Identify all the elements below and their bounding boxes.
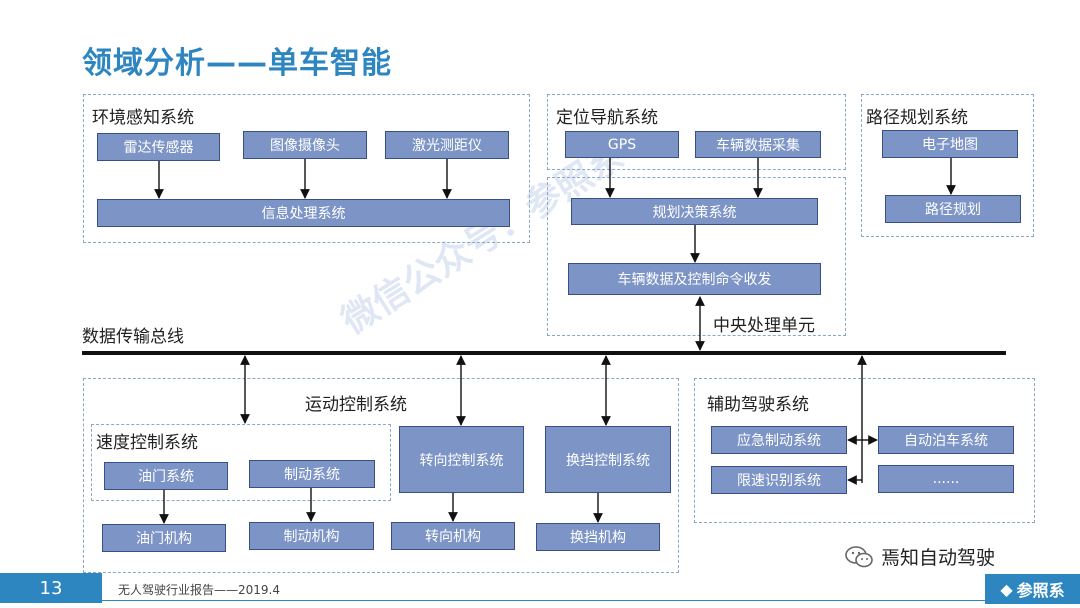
motion-control-label: 运动控制系统: [305, 395, 407, 415]
brake-node: 制动系统: [249, 460, 375, 488]
command-node: 车辆数据及控制命令收发: [568, 263, 821, 295]
bus-label: 数据传输总线: [82, 327, 184, 347]
gear-mechanism-node: 换挡机构: [536, 523, 660, 551]
brand-name: 参照系: [1016, 581, 1065, 600]
auto-parking-node: 自动泊车系统: [878, 426, 1014, 454]
map-node: 电子地图: [882, 130, 1018, 158]
page-number: 13: [0, 573, 102, 603]
throttle-node: 油门系统: [104, 462, 228, 490]
throttle-mechanism-node: 油门机构: [102, 524, 226, 552]
page-title: 领域分析——单车智能: [82, 46, 392, 81]
brand-logo: ◆ 参照系: [985, 574, 1080, 604]
speed-control-group: [91, 424, 391, 501]
brand-logo-icon: ◆: [1000, 579, 1013, 599]
camera-node: 图像摄像头: [243, 131, 367, 159]
steer-mechanism-node: 转向机构: [391, 522, 515, 550]
radar-sensor-node: 雷达传感器: [97, 133, 220, 161]
speed-limit-node: 限速识别系统: [711, 466, 847, 494]
wechat-account-name: 焉知自动驾驶: [881, 547, 996, 569]
data-bus-line: [82, 351, 1006, 355]
route-node: 路径规划: [885, 195, 1021, 223]
nav-group: [547, 94, 846, 170]
path-planning-label: 路径规划系统: [866, 108, 968, 128]
nav-label: 定位导航系统: [556, 108, 658, 128]
cpu-label: 中央处理单元: [713, 316, 815, 336]
footer-source: 无人驾驶行业报告——2019.4: [118, 583, 280, 597]
more-systems-node: ......: [878, 465, 1014, 493]
gps-node: GPS: [565, 131, 679, 158]
motion-control-group: [83, 378, 679, 573]
steer-control-node: 转向控制系统: [399, 426, 524, 493]
emergency-brake-node: 应急制动系统: [711, 426, 847, 454]
wechat-icon: [845, 545, 873, 569]
gear-control-node: 换挡控制系统: [545, 426, 671, 493]
env-perception-group: [83, 94, 530, 243]
planning-node: 规划决策系统: [571, 198, 818, 225]
info-processing-node: 信息处理系统: [97, 199, 510, 227]
brake-mechanism-node: 制动机构: [249, 522, 374, 550]
wechat-account: 焉知自动驾驶: [845, 543, 995, 570]
assisted-driving-group: [694, 378, 1035, 523]
env-perception-label: 环境感知系统: [92, 108, 194, 128]
footer-rule: [102, 600, 1080, 601]
speed-control-label: 速度控制系统: [96, 433, 198, 453]
vehicle-data-node: 车辆数据采集: [695, 131, 821, 158]
assisted-driving-label: 辅助驾驶系统: [707, 395, 809, 415]
lidar-node: 激光测距仪: [385, 131, 509, 159]
path-planning-group: [861, 94, 1034, 237]
